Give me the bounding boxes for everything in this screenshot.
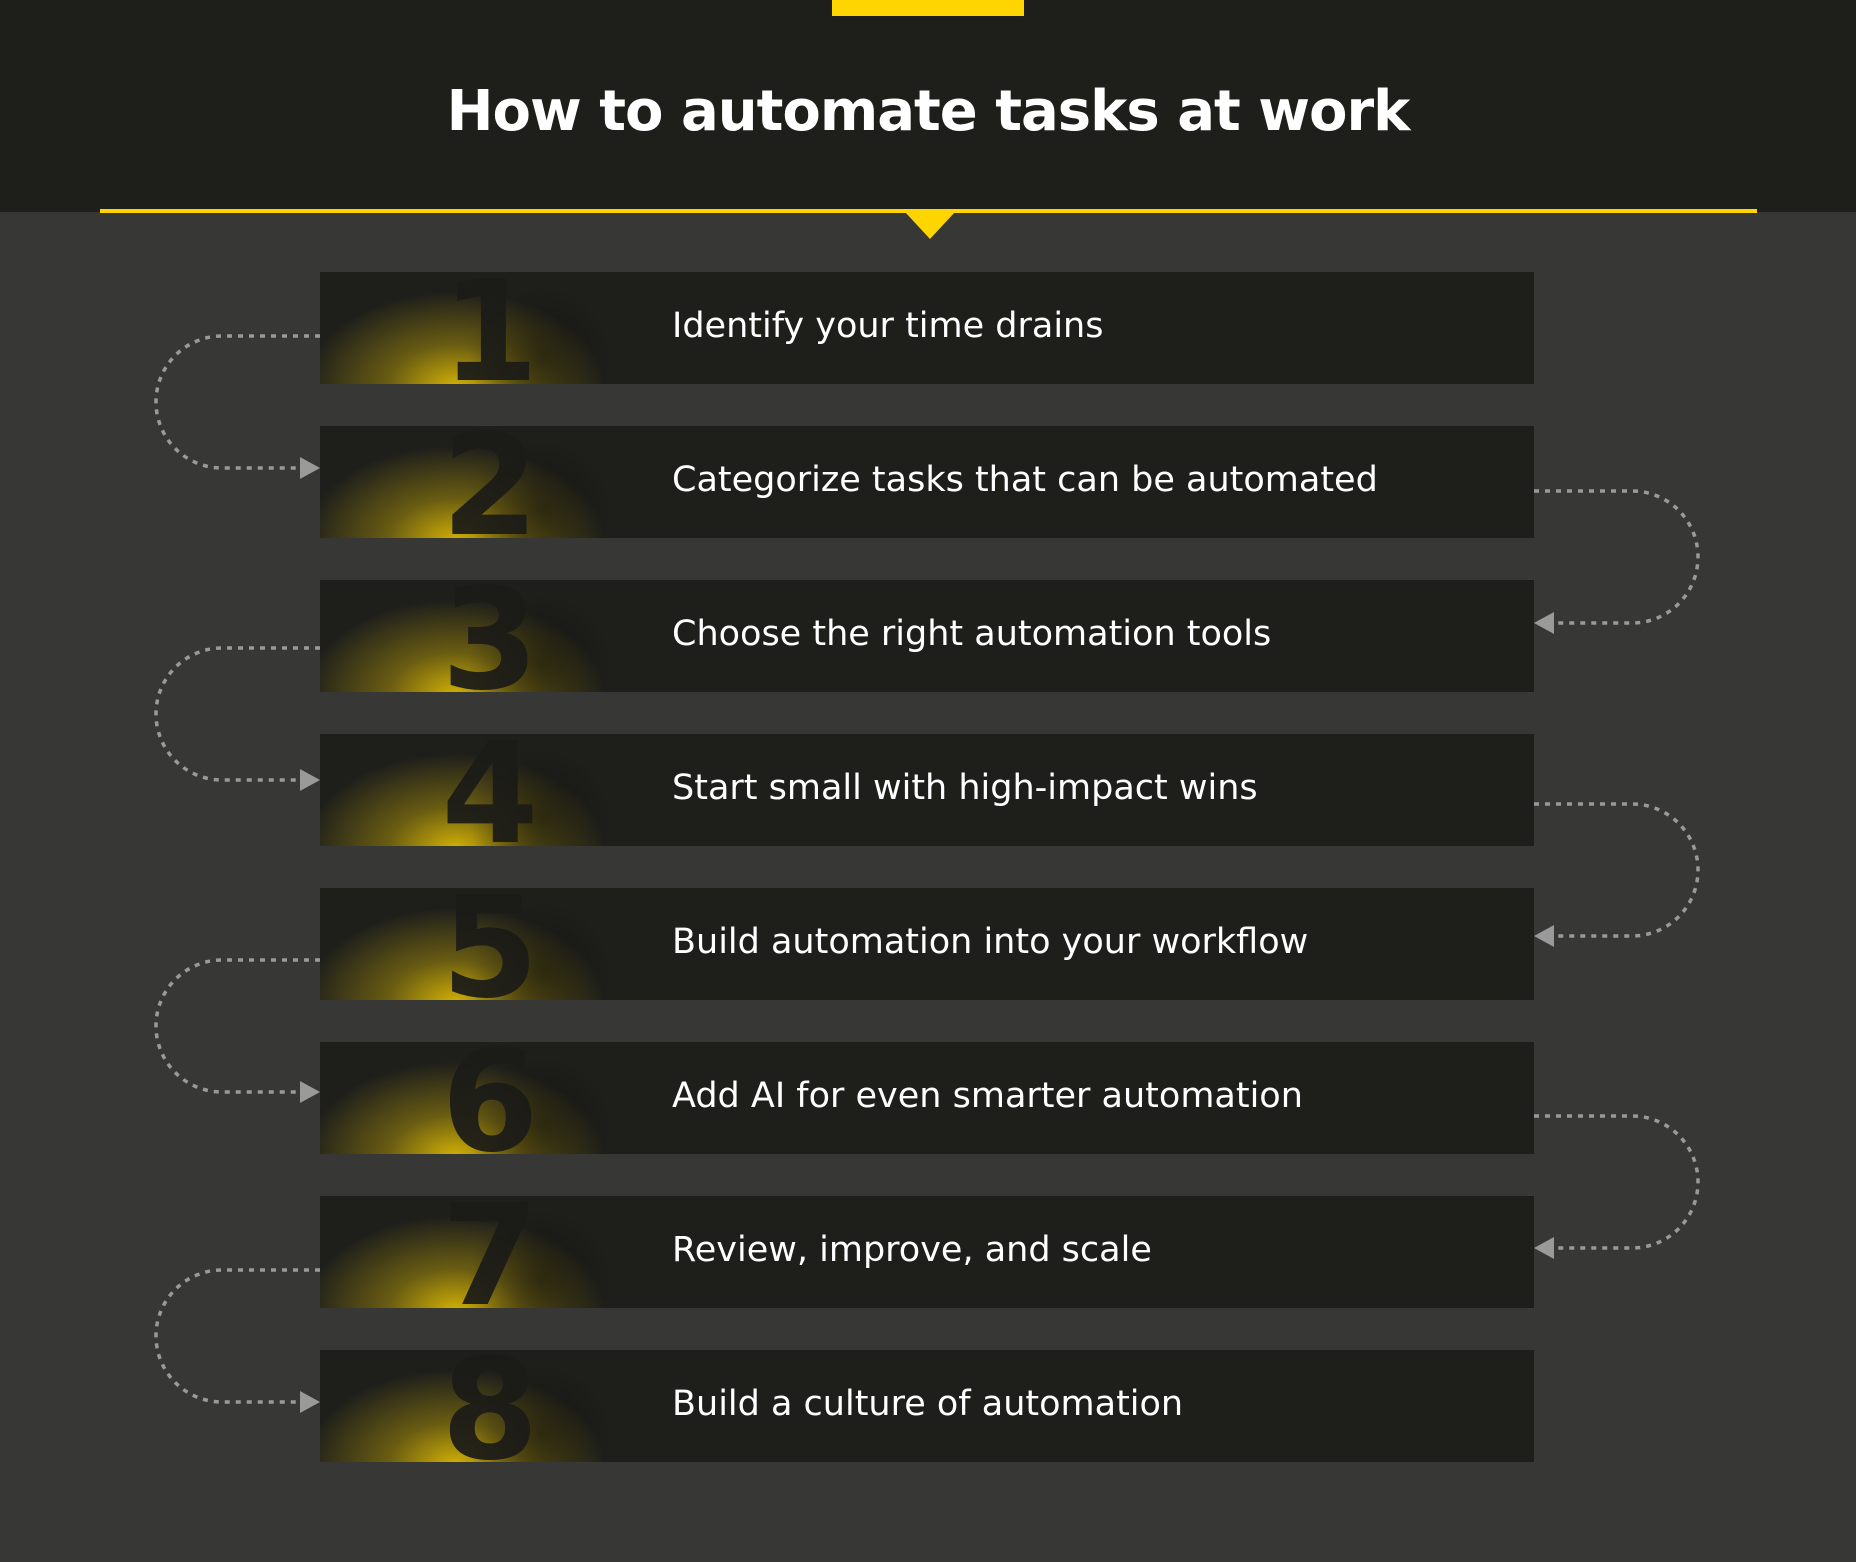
pointer-triangle-icon — [905, 212, 955, 239]
header-band: How to automate tasks at work — [0, 0, 1856, 212]
step-number: 1 — [441, 272, 539, 384]
step-card-1: 1 Identify your time drains — [320, 272, 1534, 384]
step-glow — [320, 734, 620, 846]
step-number: 4 — [441, 734, 539, 846]
connector-3-4 — [154, 646, 320, 791]
step-glow — [320, 1350, 620, 1462]
step-glow — [320, 1196, 620, 1308]
page-title: How to automate tasks at work — [446, 79, 1411, 144]
step-glow — [320, 272, 620, 384]
dotted-path — [154, 646, 320, 782]
step-glow — [320, 888, 620, 1000]
step-number: 5 — [441, 888, 539, 1000]
connector-2-3 — [1534, 489, 1700, 634]
arrow-left-icon — [1534, 1237, 1554, 1259]
arrow-right-icon — [300, 457, 320, 479]
dotted-path — [154, 334, 320, 470]
dotted-path — [154, 1268, 320, 1404]
step-card-4: 4 Start small with high-impact wins — [320, 734, 1534, 846]
step-label: Build automation into your workflow — [672, 922, 1309, 962]
step-number: 2 — [441, 426, 539, 538]
arrow-left-icon — [1534, 612, 1554, 634]
step-card-2: 2 Categorize tasks that can be automated — [320, 426, 1534, 538]
step-number: 8 — [441, 1350, 539, 1462]
step-card-5: 5 Build automation into your workflow — [320, 888, 1534, 1000]
arrow-right-icon — [300, 1391, 320, 1413]
connector-5-6 — [154, 958, 320, 1103]
arrow-right-icon — [300, 769, 320, 791]
arrow-left-icon — [1534, 925, 1554, 947]
connector-7-8 — [154, 1268, 320, 1413]
step-label: Add AI for even smarter automation — [672, 1076, 1303, 1116]
dotted-path — [1534, 802, 1700, 938]
step-card-6: 6 Add AI for even smarter automation — [320, 1042, 1534, 1154]
dotted-path — [1534, 1114, 1700, 1250]
step-number: 3 — [441, 580, 539, 692]
step-card-7: 7 Review, improve, and scale — [320, 1196, 1534, 1308]
step-label: Categorize tasks that can be automated — [672, 460, 1378, 500]
connector-6-7 — [1534, 1114, 1700, 1259]
step-label: Identify your time drains — [672, 306, 1104, 346]
step-glow — [320, 1042, 620, 1154]
step-number: 6 — [441, 1042, 539, 1154]
step-label: Build a culture of automation — [672, 1384, 1184, 1424]
step-glow — [320, 580, 620, 692]
accent-tab — [832, 0, 1024, 16]
step-card-3: 3 Choose the right automation tools — [320, 580, 1534, 692]
header-divider — [100, 209, 1757, 213]
step-glow — [320, 426, 620, 538]
step-card-8: 8 Build a culture of automation — [320, 1350, 1534, 1462]
dotted-path — [154, 958, 320, 1094]
step-number: 7 — [441, 1196, 539, 1308]
step-label: Choose the right automation tools — [672, 614, 1272, 654]
step-label: Review, improve, and scale — [672, 1230, 1152, 1270]
dotted-path — [1534, 489, 1700, 625]
arrow-right-icon — [300, 1081, 320, 1103]
connector-1-2 — [154, 334, 320, 479]
connector-4-5 — [1534, 802, 1700, 947]
step-label: Start small with high-impact wins — [672, 768, 1258, 808]
